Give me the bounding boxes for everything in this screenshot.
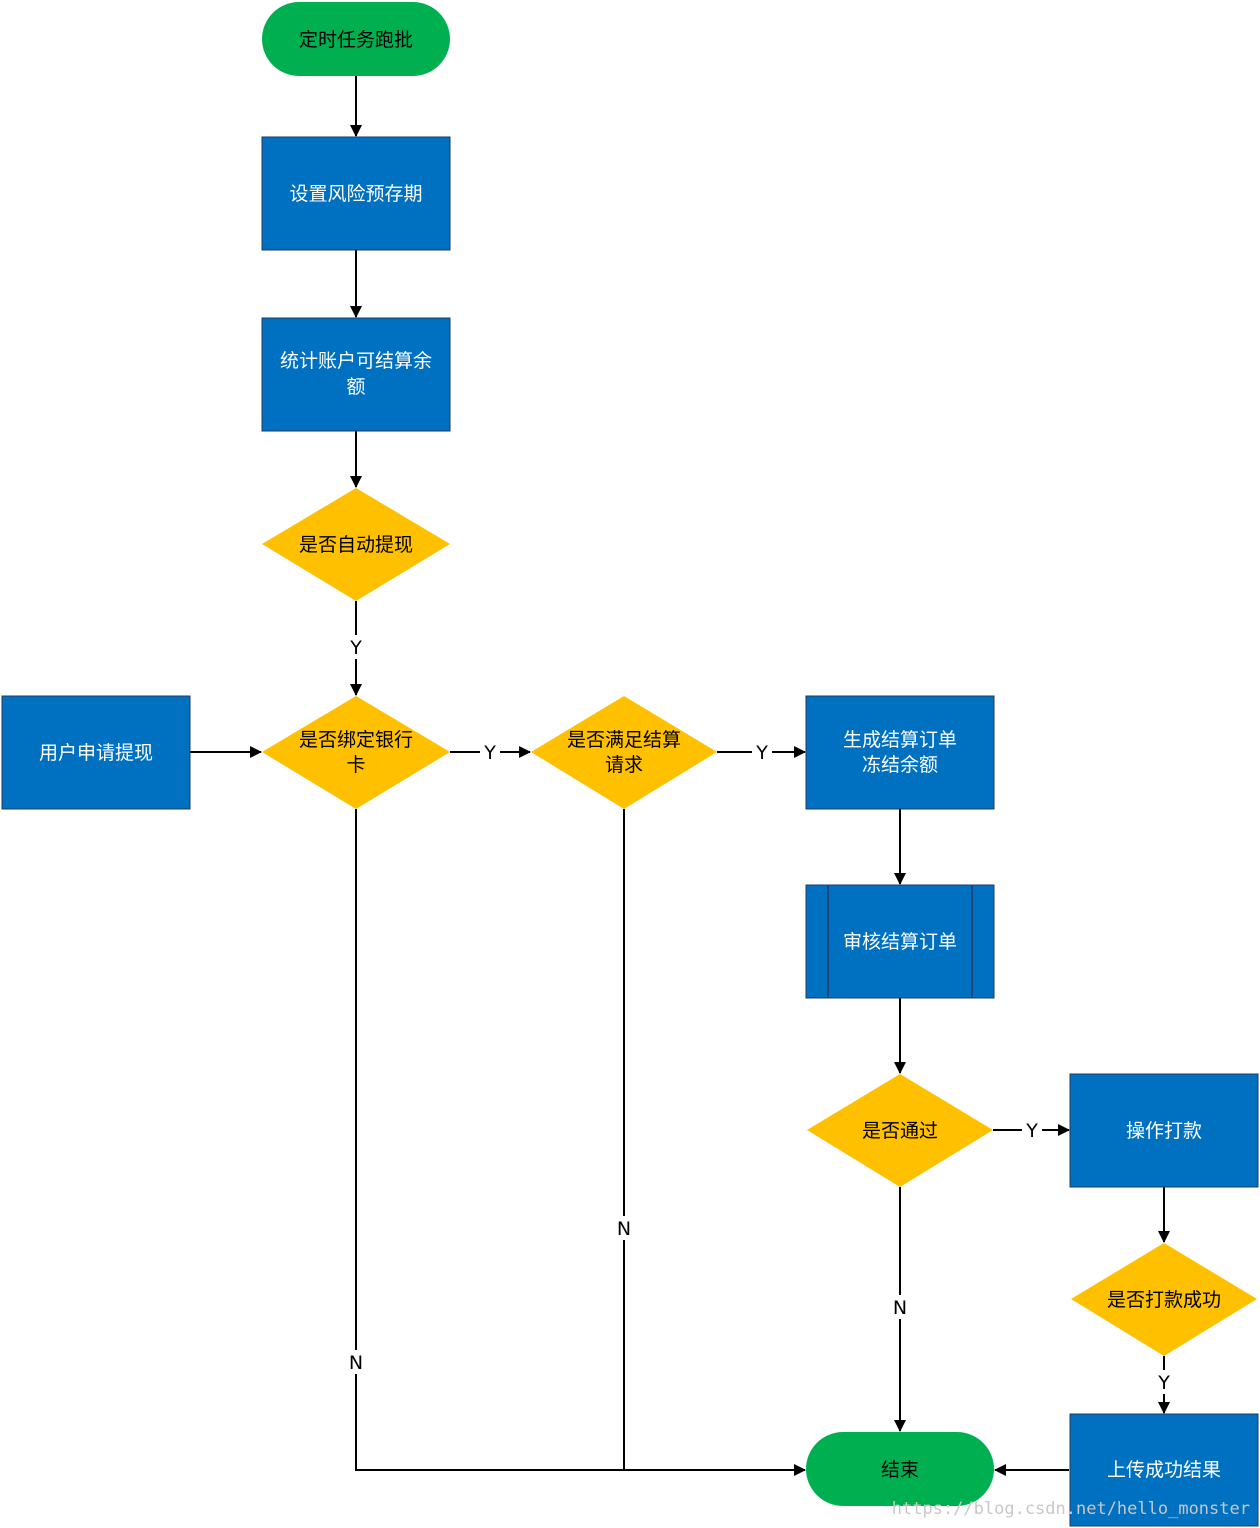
node-bind-card: 是否绑定银行 卡 — [262, 696, 450, 809]
terminal-shape — [806, 1432, 994, 1506]
node-auto-withdraw-label: 是否自动提现 — [299, 534, 413, 556]
node-user-withdraw: 用户申请提现 — [1, 695, 191, 810]
process-shape — [1069, 1413, 1259, 1527]
node-start-label: 定时任务跑批 — [299, 29, 413, 51]
edge-labels: Y Y Y Y Y N N N — [345, 635, 1174, 1394]
node-meet-request-label-line1: 是否满足结算 — [567, 729, 681, 751]
label-pay-yes: Y — [1157, 1372, 1170, 1394]
node-calc-balance-label-line2: 额 — [346, 376, 365, 398]
label-meet-yes: Y — [755, 742, 768, 764]
decision-shape — [807, 1074, 993, 1187]
label-pass-yes: Y — [1025, 1120, 1038, 1142]
node-end: 结束 — [806, 1432, 994, 1506]
node-calc-balance: 统计账户可结算余 额 — [261, 317, 451, 432]
decision-shape — [262, 488, 450, 601]
node-user-withdraw-label: 用户申请提现 — [39, 742, 153, 764]
node-meet-request-label-line2: 请求 — [605, 754, 643, 776]
node-meet-request: 是否满足结算 请求 — [531, 696, 717, 809]
node-generate-order-label-line1: 生成结算订单 — [843, 729, 957, 751]
predefined-process-shape — [805, 884, 995, 999]
node-auto-withdraw: 是否自动提现 — [262, 488, 450, 601]
node-start: 定时任务跑批 — [262, 2, 450, 76]
process-shape — [261, 317, 451, 432]
edge-bind-no-to-end — [355, 809, 806, 1476]
node-bind-card-label-line2: 卡 — [346, 754, 365, 776]
label-meet-no: N — [617, 1218, 631, 1240]
node-bind-card-label-line1: 是否绑定银行 — [299, 729, 413, 751]
label-pass-no: N — [893, 1297, 907, 1319]
node-end-label: 结束 — [881, 1459, 919, 1481]
node-generate-order-label-line2: 冻结余额 — [862, 754, 938, 776]
node-upload-result-label: 上传成功结果 — [1107, 1459, 1221, 1481]
decision-shape — [262, 696, 450, 809]
process-shape — [805, 695, 995, 810]
process-shape — [1069, 1073, 1259, 1188]
node-passed: 是否通过 — [807, 1074, 993, 1187]
process-shape — [1, 695, 191, 810]
decision-shape — [531, 696, 717, 809]
node-do-payment: 操作打款 — [1069, 1073, 1259, 1188]
label-bind-yes: Y — [483, 742, 496, 764]
label-bind-no: N — [349, 1352, 363, 1374]
decision-shape — [1071, 1243, 1257, 1356]
process-shape — [261, 136, 451, 251]
node-review-order: 审核结算订单 — [805, 884, 995, 999]
node-do-payment-label: 操作打款 — [1126, 1120, 1202, 1142]
node-review-order-label: 审核结算订单 — [843, 931, 957, 953]
label-auto-yes: Y — [349, 637, 362, 659]
node-set-risk-period-label: 设置风险预存期 — [289, 183, 422, 205]
node-generate-order: 生成结算订单 冻结余额 — [805, 695, 995, 810]
terminal-shape — [262, 2, 450, 76]
watermark: https://blog.csdn.net/hello_monster — [892, 1499, 1250, 1519]
node-set-risk-period: 设置风险预存期 — [261, 136, 451, 251]
node-upload-result: 上传成功结果 — [1069, 1413, 1259, 1527]
node-payment-success: 是否打款成功 — [1071, 1243, 1257, 1356]
node-passed-label: 是否通过 — [862, 1120, 938, 1142]
node-calc-balance-label-line1: 统计账户可结算余 — [280, 350, 432, 372]
node-payment-success-label: 是否打款成功 — [1107, 1289, 1221, 1311]
